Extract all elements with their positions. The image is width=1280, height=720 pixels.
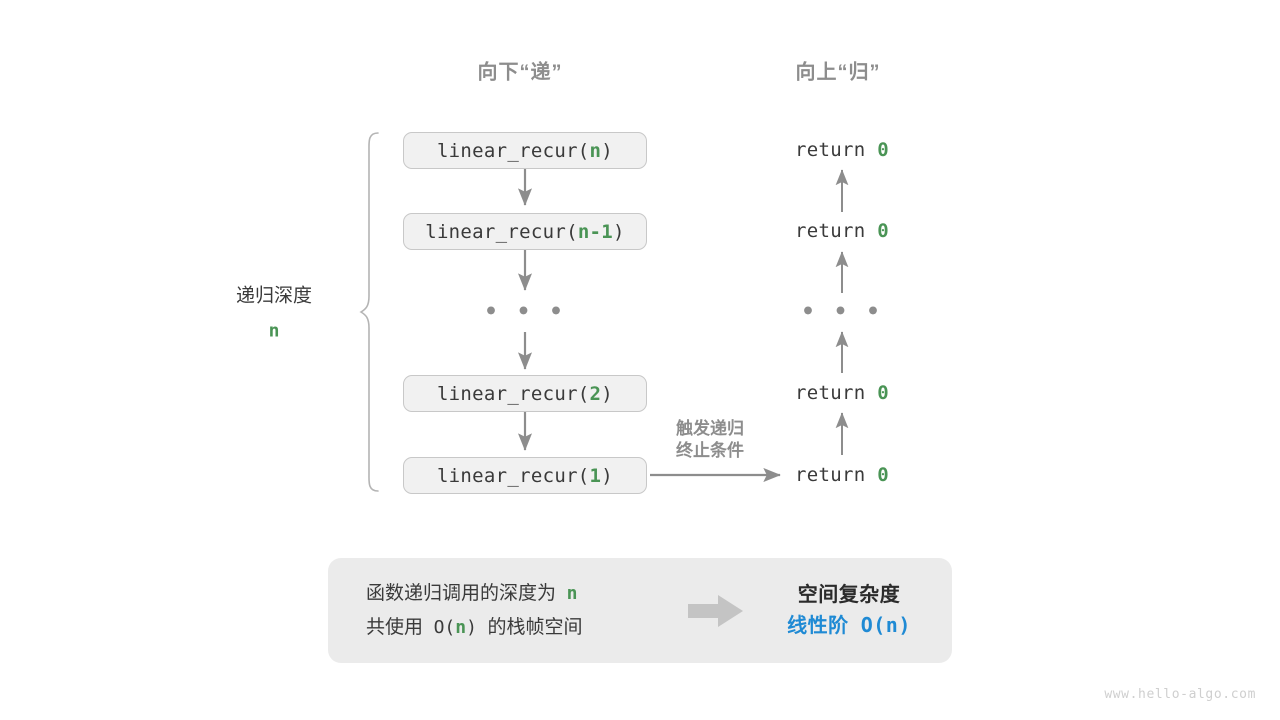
return-statement: return 0 (795, 220, 889, 242)
column-header-ascend: 向上“归” (795, 61, 881, 84)
call-box[interactable]: linear_recur(1) (403, 457, 647, 494)
call-arg: 1 (589, 464, 602, 487)
summary-description: 函数递归调用的深度为 n 共使用 O(n) 的栈帧空间 (328, 577, 678, 644)
return-value: 0 (877, 464, 889, 486)
call-box-text: linear_recur(n-1) (425, 220, 625, 243)
summary-space-var: n (455, 616, 467, 638)
terminate-note-line1: 触发递归 (676, 419, 744, 438)
block-arrow-right-icon (688, 594, 743, 627)
ellipsis-descend: • • • (484, 299, 566, 325)
recursion-depth-brace (359, 132, 379, 492)
ellipsis-ascend: • • • (801, 299, 883, 325)
summary-line-1: 函数递归调用的深度为 n (366, 583, 578, 605)
recursion-depth-value: n (268, 320, 280, 342)
complexity-title: 空间复杂度 (797, 584, 901, 606)
recursion-depth-label: 递归深度 (235, 285, 313, 307)
return-statement: return 0 (795, 139, 889, 161)
summary-line-2: 共使用 O(n) 的栈帧空间 (366, 616, 583, 638)
call-box[interactable]: linear_recur(n) (403, 132, 647, 169)
call-box-text: linear_recur(2) (436, 382, 614, 405)
call-arg: n (589, 139, 602, 162)
call-box-text: linear_recur(n) (436, 139, 614, 162)
call-arg: n-1 (577, 220, 614, 243)
terminate-note-line2: 终止条件 (676, 441, 744, 461)
complexity-result: 空间复杂度 线性阶 O(n) (754, 580, 952, 641)
return-value: 0 (877, 220, 889, 242)
call-arg: 2 (589, 382, 602, 405)
call-box[interactable]: linear_recur(2) (403, 375, 647, 412)
summary-panel: 函数递归调用的深度为 n 共使用 O(n) 的栈帧空间 空间复杂度 线性阶 O(… (328, 558, 952, 663)
return-value: 0 (877, 139, 889, 161)
return-value: 0 (877, 382, 889, 404)
implies-arrow (678, 594, 754, 628)
return-statement: return 0 (795, 464, 889, 486)
return-statement: return 0 (795, 382, 889, 404)
site-watermark: www.hello-algo.com (1104, 687, 1256, 702)
complexity-value: 线性阶 O(n) (787, 613, 911, 637)
call-box-text: linear_recur(1) (436, 464, 614, 487)
call-box[interactable]: linear_recur(n-1) (403, 213, 647, 250)
terminate-condition-note: 触发递归 终止条件 (676, 418, 744, 463)
column-header-descend: 向下“递” (477, 61, 563, 84)
summary-depth-var: n (566, 583, 578, 605)
